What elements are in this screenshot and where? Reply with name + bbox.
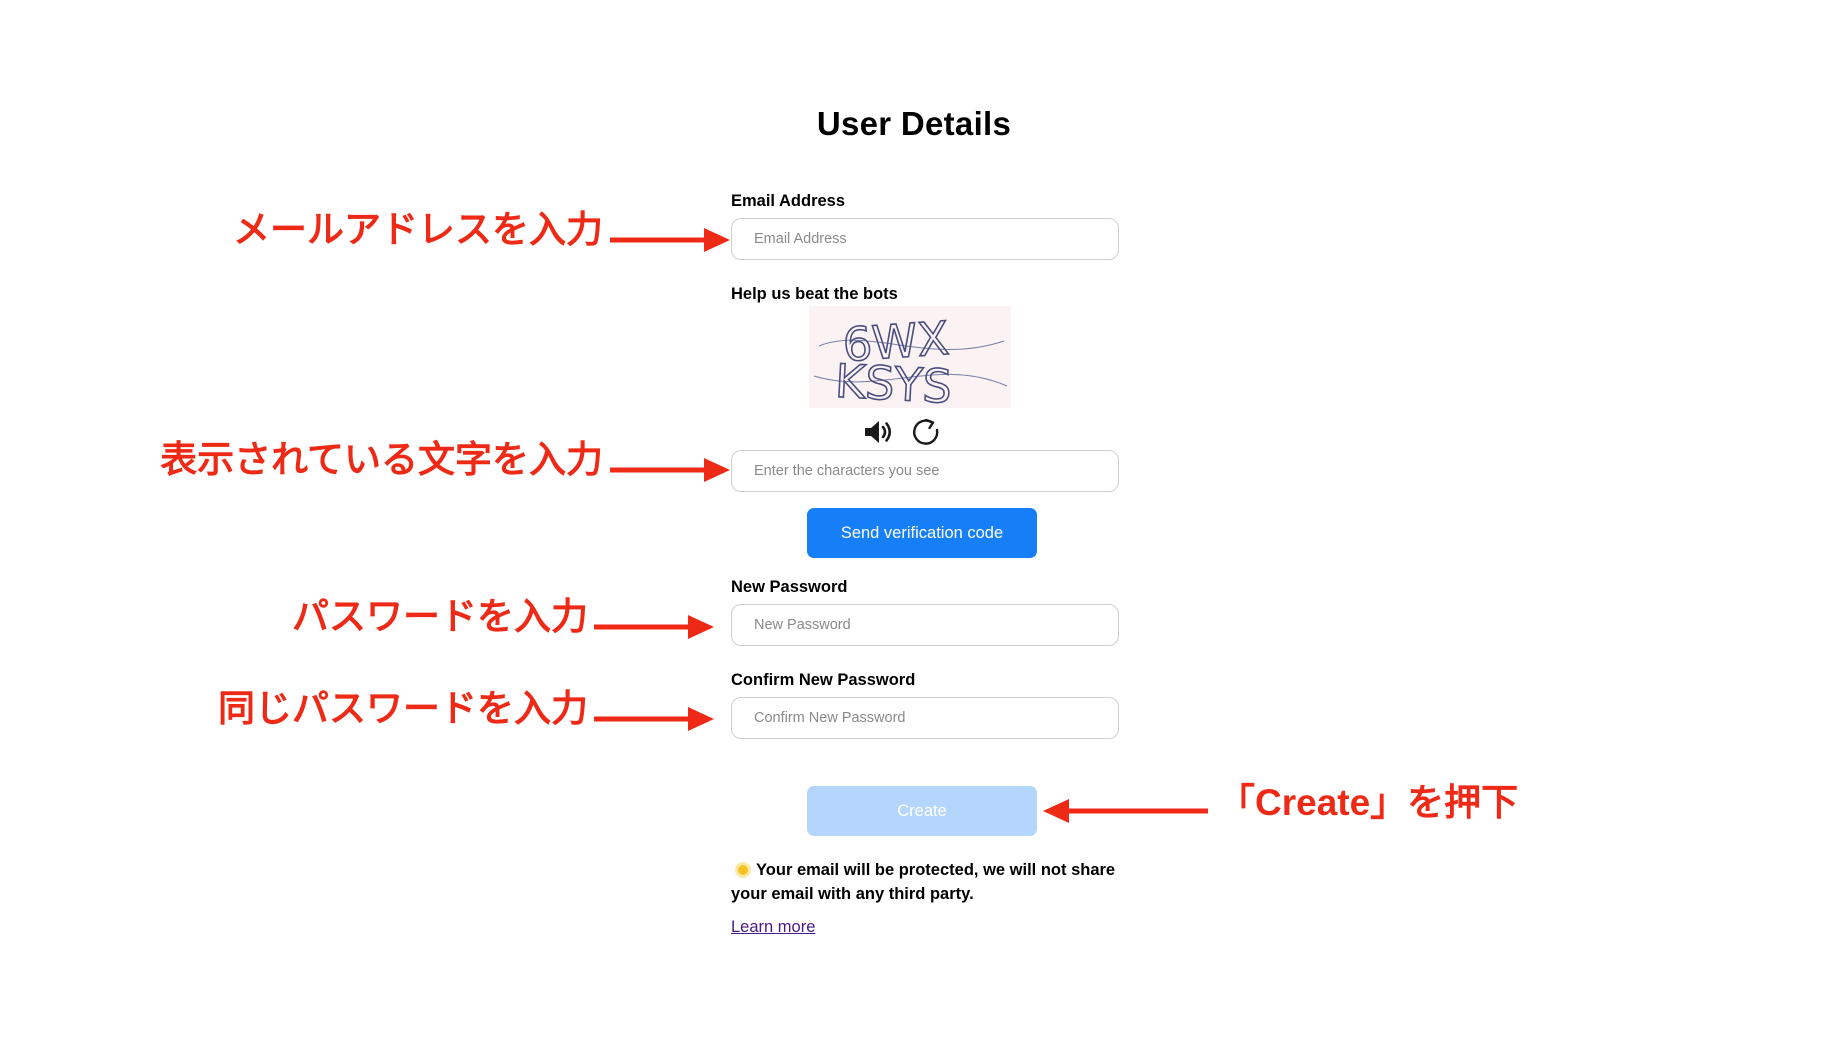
confirm-password-label: Confirm New Password [731, 671, 916, 689]
privacy-notice: Your email will be protected, we will no… [731, 858, 1131, 906]
captcha-graphic: 6WX KSYS [813, 310, 1008, 415]
new-password-input[interactable] [731, 604, 1119, 646]
page-title: User Details [816, 105, 1012, 142]
create-button[interactable]: Create [807, 786, 1037, 836]
captcha-image: 6WX KSYS [809, 306, 1011, 415]
arrow-password [594, 615, 714, 639]
arrow-confirm [594, 707, 714, 731]
captcha-label: Help us beat the bots [731, 285, 898, 303]
arrow-captcha [610, 458, 730, 482]
privacy-notice-text: Your email will be protected, we will no… [731, 861, 1116, 903]
annotation-confirm: 同じパスワードを入力 [218, 688, 588, 729]
annotation-captcha: 表示されている文字を入力 [160, 439, 603, 480]
annotation-create: 「Create」を押下 [1218, 782, 1519, 823]
annotation-email: メールアドレスを入力 [233, 209, 603, 250]
new-password-label: New Password [731, 578, 848, 596]
learn-more-link[interactable]: Learn more [731, 918, 816, 936]
speaker-icon[interactable] [862, 416, 894, 448]
annotation-password: パスワードを入力 [292, 596, 588, 637]
captcha-input[interactable] [731, 450, 1119, 492]
refresh-icon[interactable] [910, 416, 942, 448]
arrow-email [610, 228, 730, 252]
info-dot-icon [738, 865, 748, 876]
captcha-text-line2: KSYS [834, 354, 953, 408]
confirm-password-input[interactable] [731, 697, 1119, 739]
captcha-text-line1: 6WX [841, 311, 951, 372]
email-input[interactable] [731, 218, 1119, 260]
send-verification-code-button[interactable]: Send verification code [807, 508, 1037, 558]
email-label: Email Address [731, 192, 846, 210]
arrow-create [1043, 799, 1208, 823]
